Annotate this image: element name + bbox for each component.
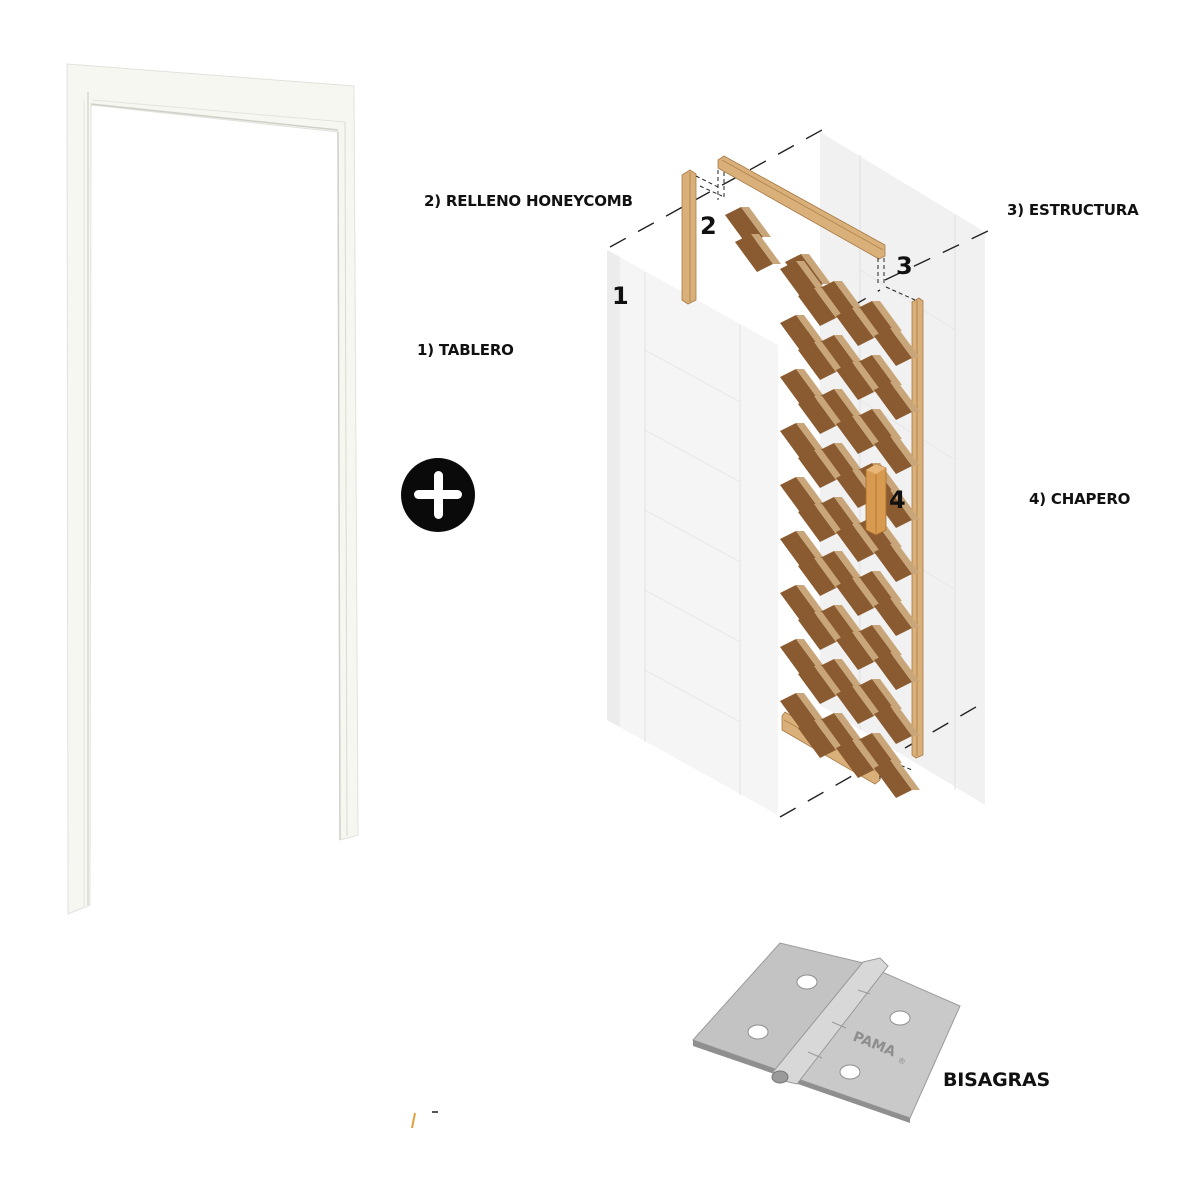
component-number-1: 1 [612, 282, 629, 310]
hinge-barrel [771, 957, 889, 1085]
front-panel [607, 250, 778, 815]
label-tablero: 1) TABLERO [417, 341, 514, 359]
component-number-3: 3 [896, 252, 913, 280]
lock-block [865, 463, 887, 536]
label-chapero: 4) CHAPERO [1029, 490, 1131, 508]
component-number-2: 2 [700, 212, 717, 240]
structure-rail-top [717, 155, 886, 260]
svg-text:®: ® [896, 1056, 907, 1067]
label-estructura: 3) ESTRUCTURA [1007, 201, 1139, 219]
label-relleno-honeycomb: 2) RELLENO HONEYCOMB [424, 192, 633, 210]
label-bisagras: BISAGRAS [943, 1069, 1050, 1091]
honeycomb-fill [725, 207, 920, 798]
component-number-4: 4 [889, 486, 906, 514]
structure-stile-left [681, 169, 697, 305]
